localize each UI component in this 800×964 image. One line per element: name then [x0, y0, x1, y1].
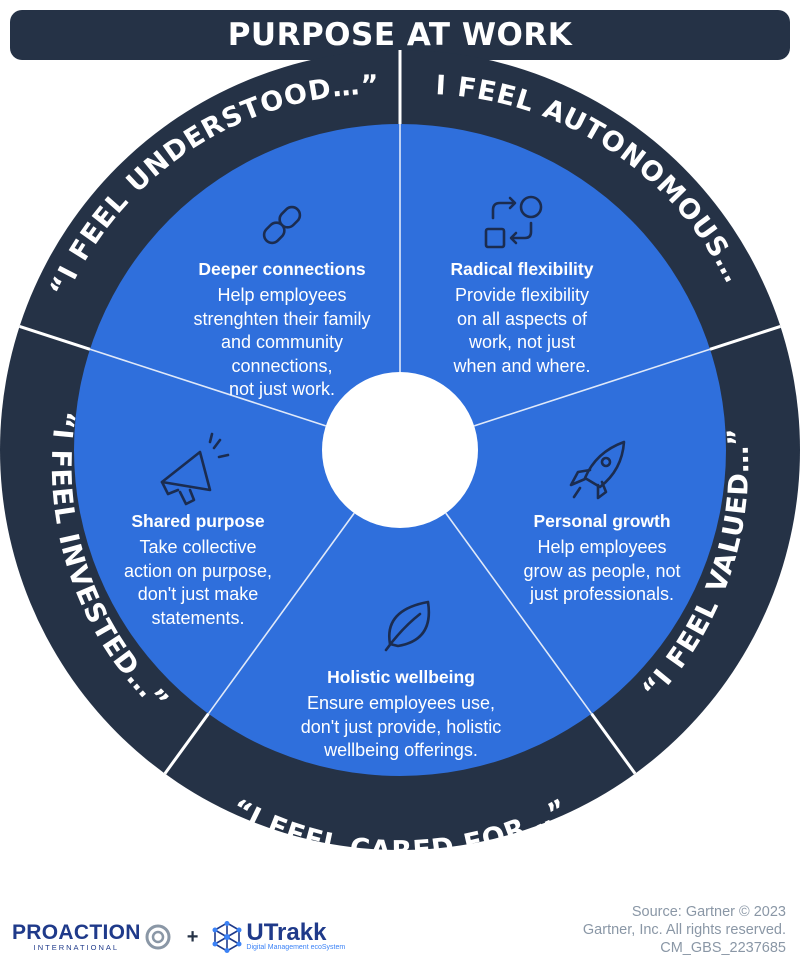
segment-title: Radical flexibility: [450, 259, 594, 279]
source-credit: Source: Gartner © 2023 Gartner, Inc. All…: [583, 903, 786, 957]
segment-radical-flexibility: Radical flexibility Provide flexibility …: [412, 259, 632, 378]
segment-title: Holistic wellbeing: [327, 667, 475, 687]
segment-line: on all aspects of: [456, 308, 588, 329]
segment-deeper-connections: Deeper connections Help employees streng…: [166, 259, 398, 402]
segment-dividers: [19, 50, 781, 775]
proaction-circle-icon: [145, 924, 171, 950]
segment-line: and community: [220, 332, 344, 352]
leaf-icon: [384, 600, 431, 652]
flexibility-icon: [484, 195, 543, 249]
segment-line: don't just provide, holistic: [300, 716, 502, 737]
segment-line: just professionals.: [529, 584, 675, 604]
segment-title: Shared purpose: [131, 511, 265, 531]
utrakk-logo: UTrakk Digital Management ecoSystem: [212, 921, 345, 953]
segment-line: don't just make: [137, 584, 259, 604]
source-line: Source: Gartner © 2023: [631, 904, 786, 920]
segment-line: Help employees: [217, 285, 347, 305]
segment-line: statements.: [151, 607, 245, 628]
link-icon: [262, 205, 302, 245]
segment-shared-purpose: Shared purpose Take collective action on…: [98, 511, 298, 630]
segment-line: action on purpose,: [123, 560, 273, 581]
utrakk-name: UTrakk: [246, 919, 327, 946]
segment-title: Deeper connections: [198, 259, 366, 279]
megaphone-icon: [160, 432, 230, 506]
inner-dividers: [89, 124, 711, 715]
segment-line: Ensure employees use,: [306, 693, 496, 713]
segment-holistic-wellbeing: Holistic wellbeing Ensure employees use,…: [270, 667, 532, 763]
segment-line: wellbeing offerings.: [324, 740, 478, 760]
proaction-logo: PROACTION INTERNATIONAL: [12, 920, 171, 952]
proaction-name: PROACTION: [12, 920, 141, 944]
segment-line: when and where.: [453, 355, 591, 376]
segment-line: Provide flexibility: [454, 285, 590, 305]
utrakk-subtitle: Digital Management ecoSystem: [246, 944, 346, 951]
utrakk-network-icon: [212, 921, 242, 953]
source-line: Gartner, Inc. All rights reserved.: [582, 922, 786, 938]
segment-line: grow as people, not: [523, 560, 681, 581]
segment-line: connections,: [231, 355, 333, 376]
page-title: PURPOSE AT WORK: [227, 17, 573, 53]
footer-logos: PROACTION INTERNATIONAL + UTrakk Digita: [12, 918, 345, 956]
segment-personal-growth: Personal growth Help employees grow as p…: [488, 511, 716, 607]
source-line: CM_GBS_2237685: [660, 940, 786, 956]
plus-sign: +: [186, 925, 199, 948]
proaction-subtitle: INTERNATIONAL: [33, 942, 120, 952]
segment-line: work, not just: [468, 332, 576, 352]
segment-title: Personal growth: [533, 511, 671, 531]
segment-line: strenghten their family: [193, 308, 371, 329]
center-hub: [322, 372, 478, 528]
segment-line: Take collective: [139, 537, 257, 557]
segment-line: Help employees: [537, 537, 667, 557]
rocket-icon: [569, 440, 626, 500]
segment-line: not just work.: [228, 379, 336, 399]
